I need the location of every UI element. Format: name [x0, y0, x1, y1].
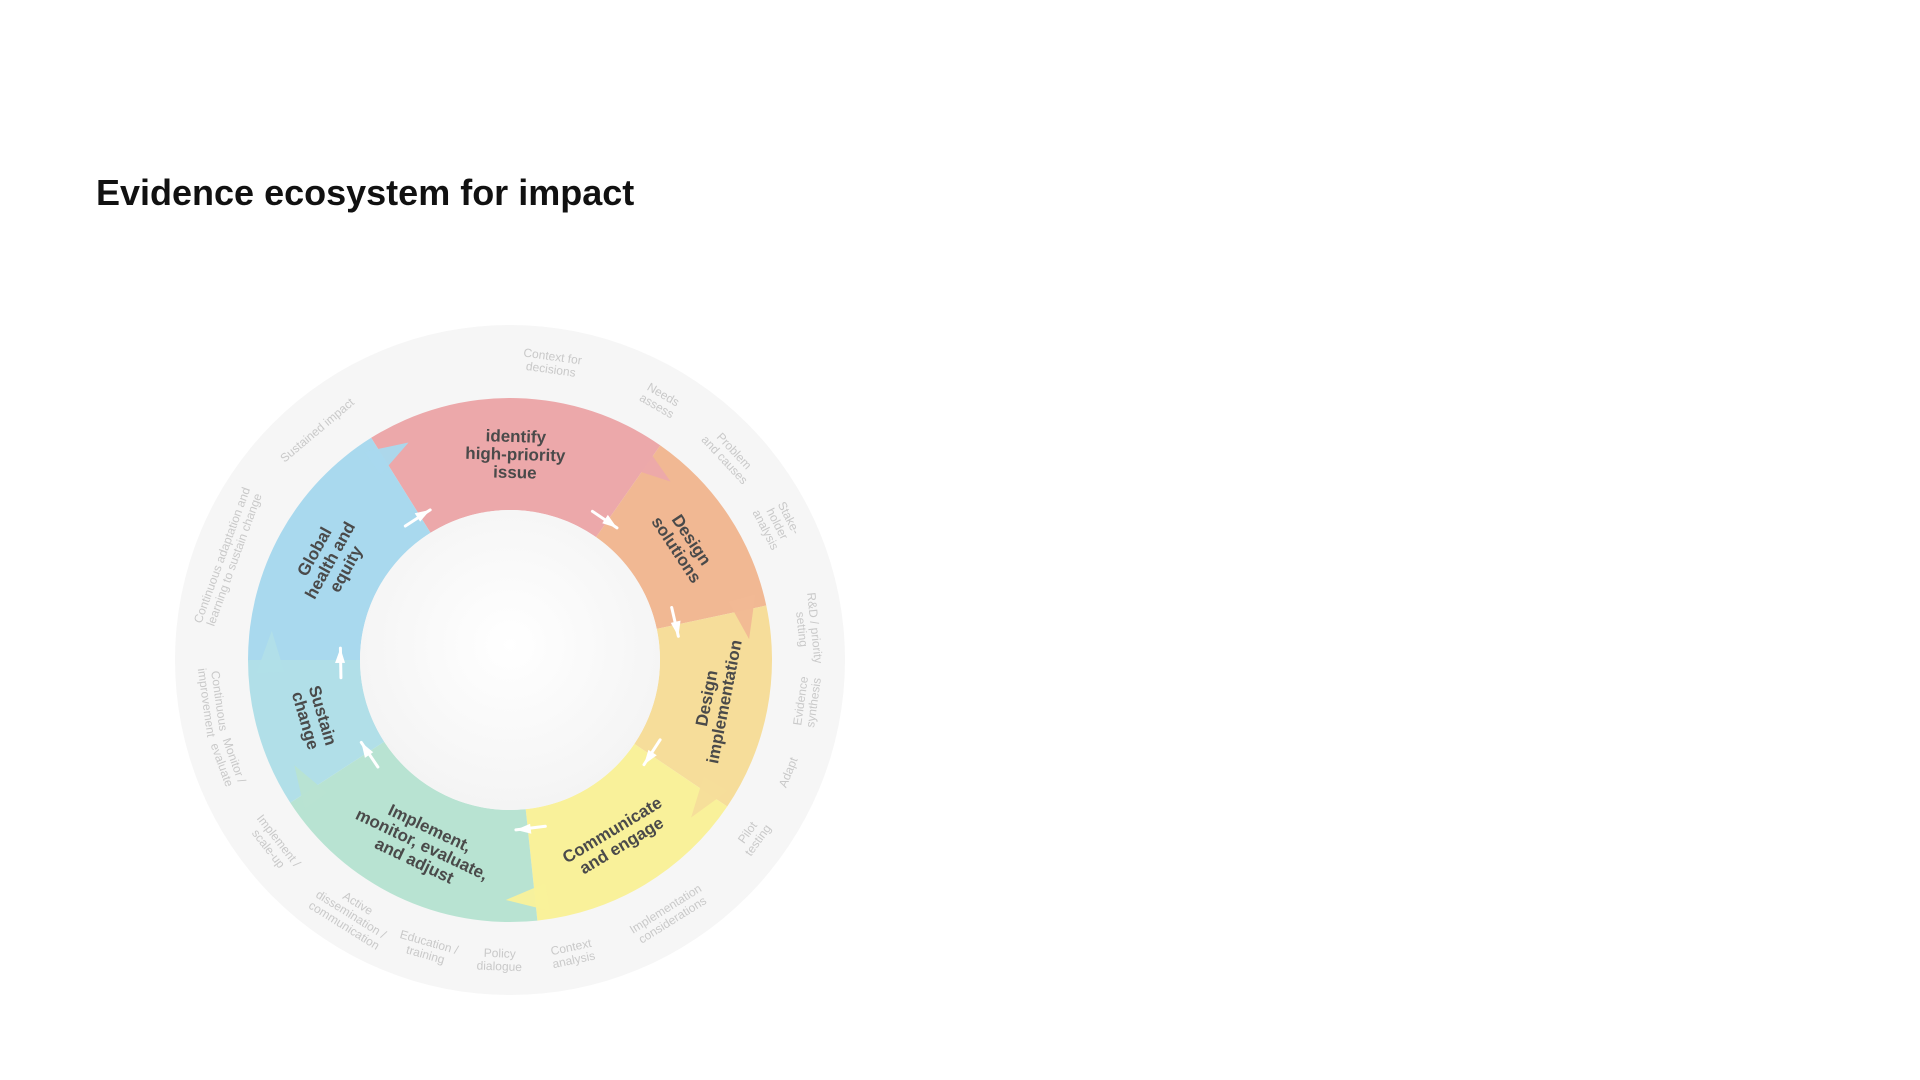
outer-label-line: synthesis [803, 677, 824, 728]
outer-label-line: Policy [484, 946, 516, 961]
arrows-group [256, 442, 756, 911]
segment-design-solutions [596, 445, 767, 629]
page-title: Evidence ecosystem for impact [96, 172, 635, 213]
outer-label: Evidencesynthesis [790, 675, 824, 728]
segment-label-line: issue [493, 462, 537, 482]
segment-sustain [248, 660, 385, 803]
transition-arrow [691, 776, 728, 818]
transition-arrow [256, 630, 285, 674]
segment-label-line: identify [485, 426, 546, 447]
segment-implement [290, 741, 538, 922]
inner-arrow-head [335, 648, 346, 664]
segment-identify [371, 398, 661, 538]
outer-label-line: Evidence [790, 675, 811, 726]
transition-arrow [505, 883, 550, 911]
inner-arrow-head [515, 823, 532, 834]
segment-label-line: high-priority [465, 444, 566, 466]
center-circle [360, 510, 660, 810]
segment-design-impl [634, 605, 772, 807]
inner-arrow-head [670, 620, 681, 637]
transition-arrow [364, 442, 409, 475]
transition-arrow [629, 444, 671, 482]
center-group [360, 510, 660, 810]
inner-arrow-head [602, 514, 617, 528]
segment-label-identify: identifyhigh-priorityissue [465, 426, 567, 484]
segments-group [248, 398, 772, 922]
transition-arrow [294, 765, 328, 810]
cycle-wheel: identifyhigh-priorityissueDesignsolution… [175, 325, 845, 995]
segment-communicate [525, 743, 728, 921]
inner-arrow-head [414, 509, 431, 522]
transition-arrow [728, 594, 756, 640]
segment-global [248, 437, 431, 660]
outer-label-line: decisions [525, 359, 576, 380]
outer-label: R&D / prioritysetting [791, 592, 825, 666]
outer-label-line: setting [793, 611, 811, 648]
outer-label-line: dialogue [476, 959, 522, 975]
outer-label: Context fordecisions [521, 345, 583, 380]
outer-label: Policydialogue [476, 946, 523, 975]
inner-arrow-head [643, 749, 657, 765]
inner-arrow-head [361, 742, 374, 758]
